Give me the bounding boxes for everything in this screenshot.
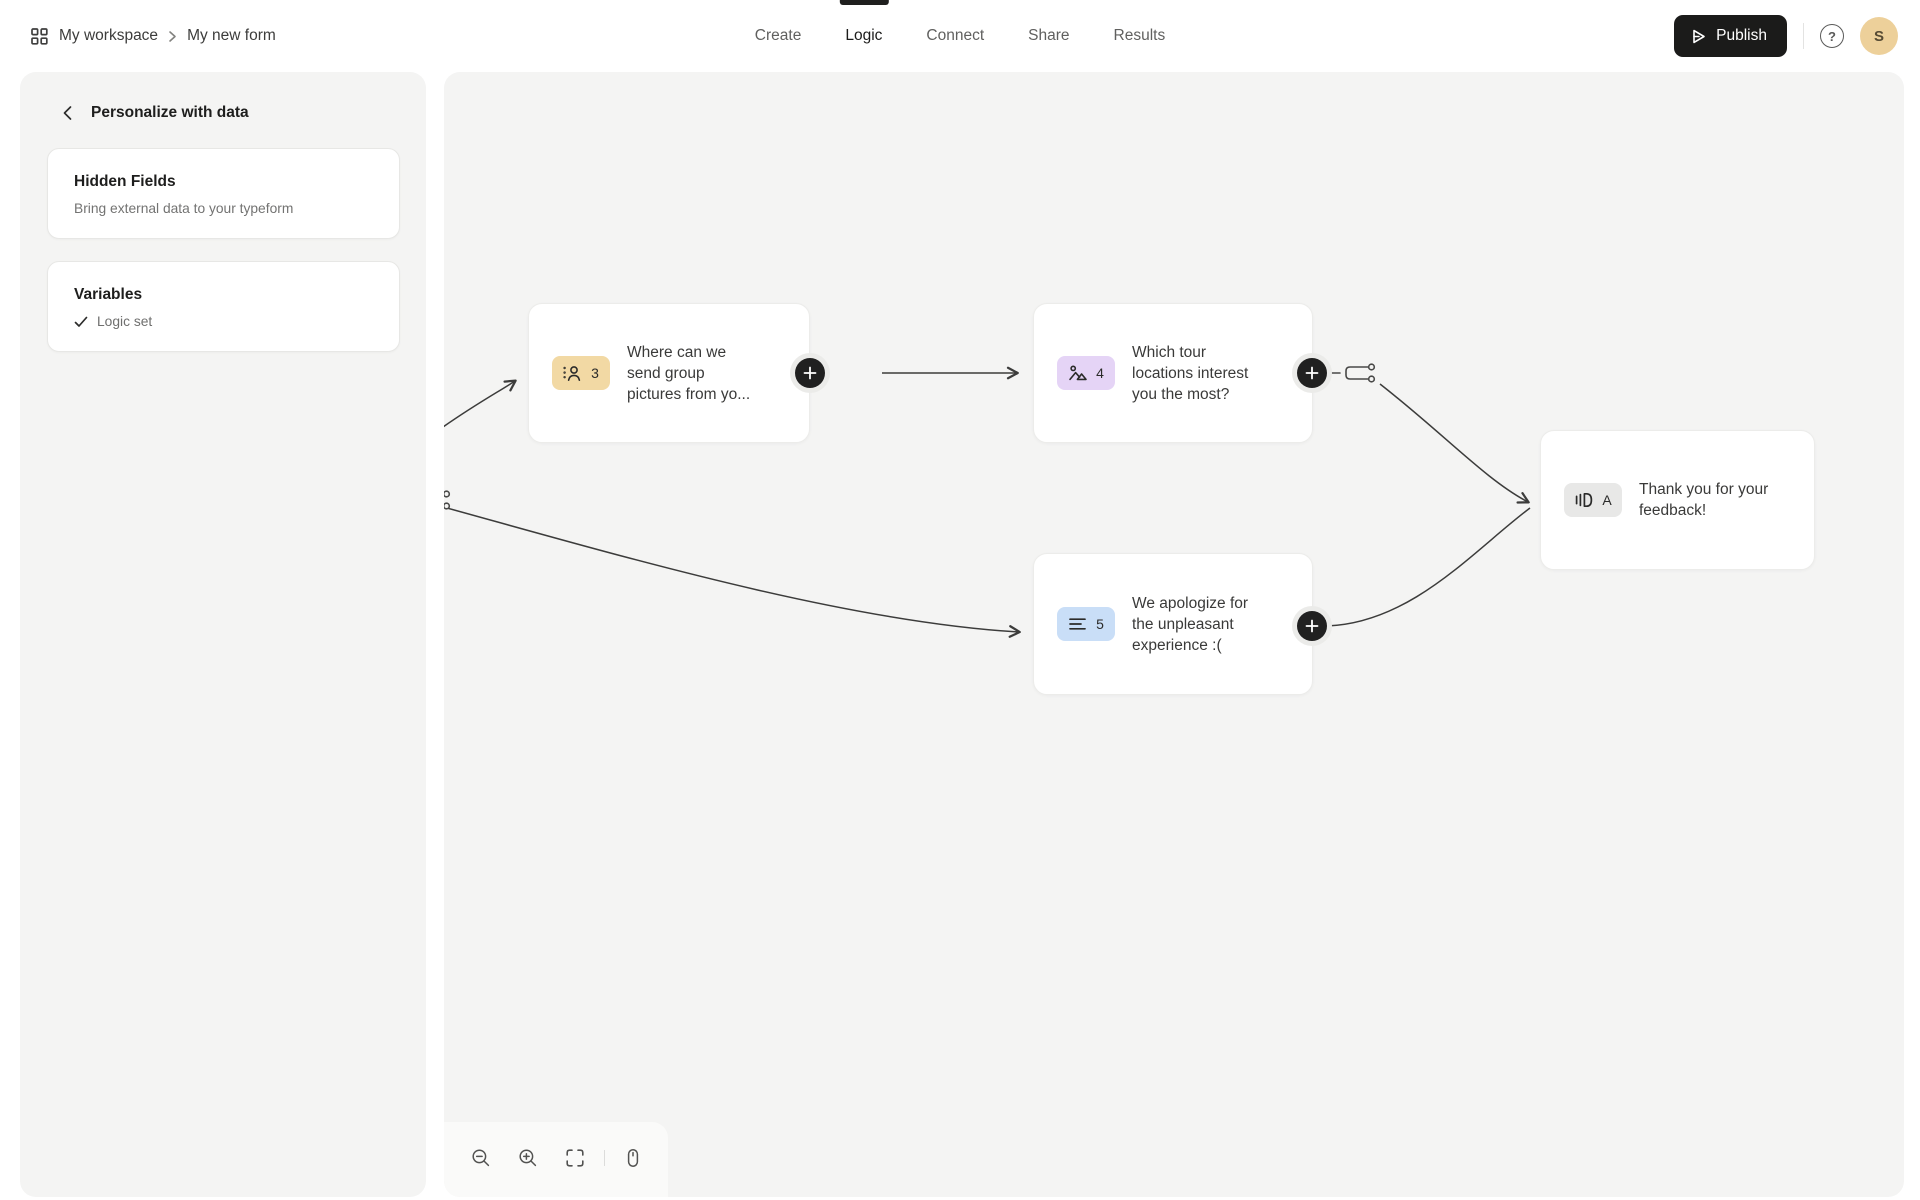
add-rule-button-node5[interactable] [1297, 611, 1327, 641]
top-navbar: My workspace My new form Create Logic Co… [0, 0, 1920, 72]
node3-badge: 3 [552, 356, 610, 390]
tab-logic[interactable]: Logic [839, 0, 889, 72]
ending-icon [1574, 491, 1594, 509]
logic-map-canvas[interactable]: 3 Where can we send group pictures from … [444, 72, 1904, 1197]
node5-label: We apologize for the unpleasant experien… [1132, 594, 1249, 654]
zoom-in-button[interactable] [507, 1136, 548, 1180]
question-node-3[interactable]: 3 Where can we send group pictures from … [528, 303, 810, 443]
fit-view-button[interactable] [555, 1136, 596, 1180]
node5-badge: 5 [1057, 607, 1115, 641]
ending-badge: A [1564, 483, 1622, 517]
tab-connect[interactable]: Connect [926, 27, 985, 44]
personalize-panel: Personalize with data Hidden Fields Brin… [20, 72, 426, 1197]
variables-status: Logic set [97, 314, 153, 329]
picture-choice-icon [1068, 364, 1088, 382]
mouse-icon [623, 1148, 643, 1168]
fit-view-icon [565, 1148, 585, 1168]
zoom-out-button[interactable] [460, 1136, 501, 1180]
branch-icon-clipped [444, 490, 451, 510]
publish-button[interactable]: Publish [1674, 15, 1787, 57]
header-divider [1803, 23, 1804, 49]
hidden-fields-card[interactable]: Hidden Fields Bring external data to you… [47, 148, 400, 239]
workspace-grid-icon [30, 27, 49, 46]
send-icon [1690, 28, 1707, 45]
check-icon [74, 316, 88, 328]
add-rule-button-node4[interactable] [1297, 358, 1327, 388]
panel-header: Personalize with data [20, 72, 426, 148]
main-tabs: Create Logic Connect Share Results [755, 0, 1165, 72]
hidden-fields-title: Hidden Fields [74, 173, 176, 190]
long-text-icon [1068, 616, 1088, 632]
panel-title: Personalize with data [91, 104, 249, 121]
edge-into-node3 [444, 379, 517, 428]
chevron-right-icon [168, 30, 177, 43]
question-node-4[interactable]: 4 Which tour locations interest you the … [1033, 303, 1313, 443]
edge-into-node5 [446, 507, 1021, 638]
help-icon[interactable]: ? [1820, 24, 1844, 48]
zoom-in-icon [518, 1148, 538, 1168]
node4-label: Which tour locations interest you the mo… [1132, 343, 1249, 403]
canvas-toolbar [444, 1122, 668, 1197]
tab-share[interactable]: Share [1028, 27, 1070, 44]
branch-icon-node4[interactable] [1327, 363, 1376, 383]
node5-number: 5 [1096, 616, 1104, 632]
breadcrumb-workspace[interactable]: My workspace [59, 27, 159, 44]
avatar[interactable]: S [1860, 17, 1898, 55]
contact-info-icon [563, 364, 583, 382]
question-node-5[interactable]: 5 We apologize for the unpleasant experi… [1033, 553, 1313, 695]
ending-letter: A [1602, 492, 1612, 508]
node3-label: Where can we send group pictures from yo… [627, 343, 751, 403]
header-actions: Publish ? S [1674, 0, 1898, 72]
node3-number: 3 [591, 365, 599, 381]
publish-label: Publish [1716, 27, 1767, 44]
breadcrumb-form-name[interactable]: My new form [187, 27, 276, 44]
edge-node4-ending [1379, 383, 1530, 504]
mouse-mode-button[interactable] [613, 1136, 654, 1180]
tab-create[interactable]: Create [754, 27, 802, 44]
ending-node-a[interactable]: A Thank you for your feedback! [1540, 430, 1815, 570]
add-rule-button-node3[interactable] [795, 358, 825, 388]
breadcrumb: My workspace My new form [30, 0, 276, 72]
zoom-out-icon [471, 1148, 491, 1168]
hidden-fields-description: Bring external data to your typeform [74, 201, 294, 216]
back-chevron-icon[interactable] [62, 105, 73, 121]
variables-title: Variables [74, 286, 143, 303]
node4-badge: 4 [1057, 356, 1115, 390]
edge-node5-ending [1326, 507, 1531, 627]
toolbar-divider [603, 1149, 605, 1166]
branch-icon-node3[interactable] [825, 364, 872, 382]
variables-card[interactable]: Variables Logic set [47, 261, 400, 352]
tab-results[interactable]: Results [1113, 27, 1166, 44]
node4-number: 4 [1096, 365, 1104, 381]
ending-label: Thank you for your feedback! [1639, 481, 1769, 519]
